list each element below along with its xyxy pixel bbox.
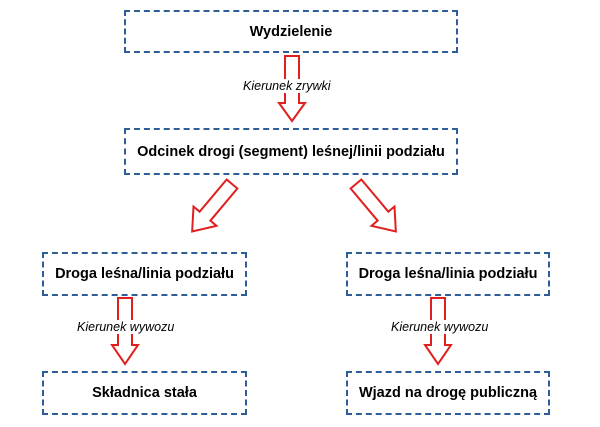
edge-label-haul-right: Kierunek wywozu — [389, 320, 491, 334]
node-entry: Wjazd na drogę publiczną — [346, 371, 550, 415]
node-wydzielenie: Wydzielenie — [124, 10, 458, 53]
node-segment: Odcinek drogi (segment) leśnej/linii pod… — [124, 128, 458, 175]
arrow-split-right — [349, 178, 397, 233]
arrow-split-left — [191, 178, 239, 233]
node-depot-label: Składnica stała — [92, 385, 197, 401]
node-segment-label: Odcinek drogi (segment) leśnej/linii pod… — [137, 143, 445, 160]
node-depot: Składnica stała — [42, 371, 247, 415]
node-road-right-label: Droga leśna/linia podziału — [358, 266, 538, 282]
node-road-left: Droga leśna/linia podziału — [42, 252, 247, 296]
node-wydzielenie-label: Wydzielenie — [249, 23, 333, 40]
node-road-left-label: Droga leśna/linia podziału — [55, 266, 234, 282]
node-road-right: Droga leśna/linia podziału — [346, 252, 550, 296]
edge-label-skidding: Kierunek zrywki — [241, 79, 333, 93]
node-entry-label: Wjazd na drogę publiczną — [358, 385, 538, 401]
edge-label-haul-left: Kierunek wywozu — [75, 320, 177, 334]
